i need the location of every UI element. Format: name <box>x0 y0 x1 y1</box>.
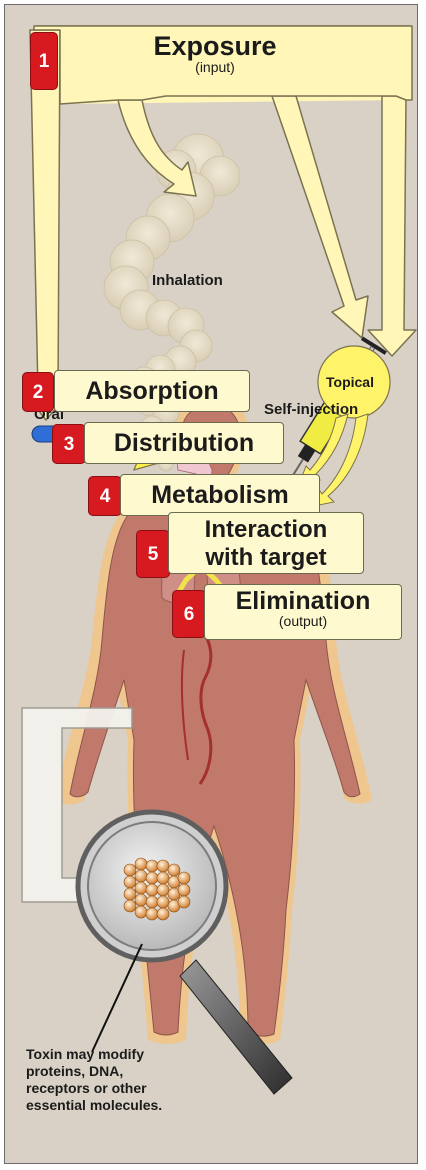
step-2-badge: 2 <box>22 372 54 412</box>
caption-line-2: proteins, DNA, <box>26 1063 162 1080</box>
caption-line-1: Toxin may modify <box>26 1046 162 1063</box>
caption-line-4: essential molecules. <box>26 1097 162 1114</box>
step-6-badge: 6 <box>172 590 206 638</box>
metabolism-box: Metabolism <box>120 474 320 516</box>
exposure-title: Exposure (input) <box>150 32 280 74</box>
self-injection-label: Self-injection <box>264 401 358 418</box>
topical-label: Topical <box>326 374 374 390</box>
step-5-badge: 5 <box>136 530 170 578</box>
absorption-box: Absorption <box>54 370 250 412</box>
caption-line-3: receptors or other <box>26 1080 162 1097</box>
step-4-badge: 4 <box>88 476 122 516</box>
elimination-label: Elimination <box>205 588 401 614</box>
interaction-line-2: with target <box>169 544 363 572</box>
interaction-line-1: Interaction <box>169 516 363 544</box>
step-1-badge: 1 <box>30 32 58 90</box>
interaction-box: Interaction with target <box>168 512 364 574</box>
elimination-box: Elimination (output) <box>204 584 402 640</box>
distribution-box: Distribution <box>84 422 284 464</box>
toxin-caption: Toxin may modify proteins, DNA, receptor… <box>26 1046 162 1114</box>
step-3-badge: 3 <box>52 424 86 464</box>
exposure-title-main: Exposure <box>153 31 276 61</box>
inhalation-label: Inhalation <box>152 272 223 289</box>
elimination-sub: (output) <box>205 614 401 628</box>
exposure-title-sub: (input) <box>150 60 280 74</box>
